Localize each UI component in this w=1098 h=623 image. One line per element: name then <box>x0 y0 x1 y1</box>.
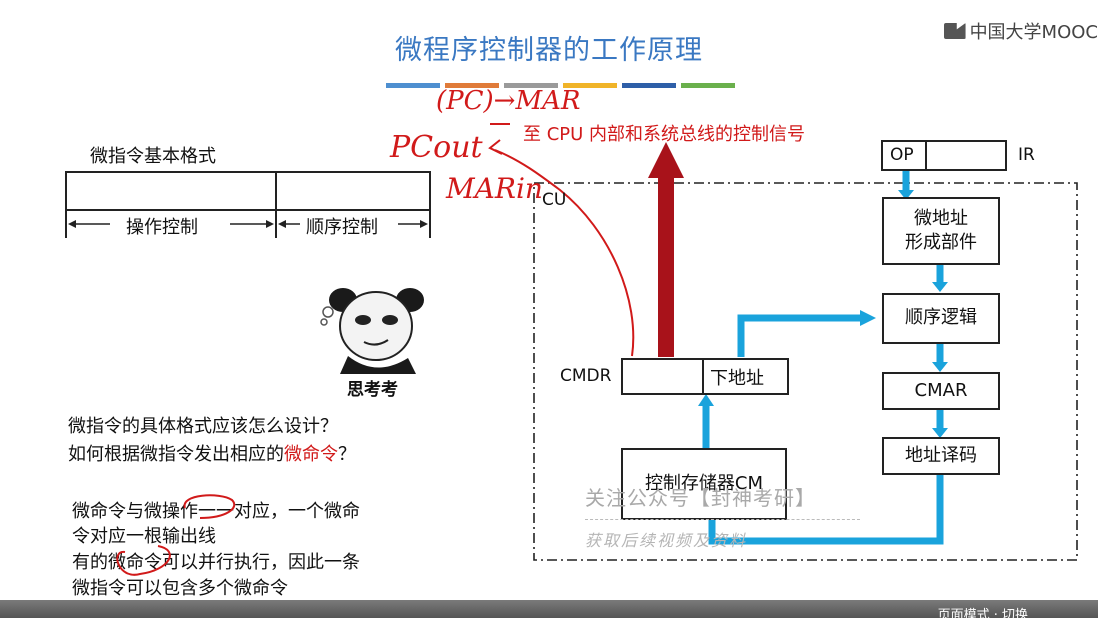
cu-label: CU <box>542 190 567 210</box>
title-stripe-5 <box>622 83 676 88</box>
op-field: OP <box>890 145 914 165</box>
address-decoder-box: 地址译码 <box>882 437 1000 475</box>
mooc-logo-icon <box>943 23 966 39</box>
seq-logic-label: 顺序逻辑 <box>905 307 977 329</box>
ir-label: IR <box>1018 145 1035 165</box>
title-stripe-3 <box>504 83 558 88</box>
note-line-1: 微命令与微操作一一对应，一个微命 <box>72 501 360 522</box>
handwriting-pc-to-mar: (PC)→MAR <box>436 86 581 116</box>
note-line-3: 有的微命令可以并行执行，因此一条 <box>72 552 360 573</box>
watermark-line-1: 关注公众号【封神考研】 <box>585 486 816 510</box>
meme-caption: 思考考 <box>347 380 398 400</box>
handwriting-mar-in: MARin <box>446 172 543 205</box>
page-title: 微程序控制器的工作原理 <box>395 35 703 66</box>
watermark-divider <box>585 519 860 520</box>
question-2: 如何根据微指令发出相应的微命令？ <box>68 440 356 466</box>
thinking-meme-image <box>318 278 433 396</box>
format-diagram <box>65 171 431 238</box>
next-address-field: 下地址 <box>710 368 764 389</box>
control-signal-label: 至 CPU 内部和系统总线的控制信号 <box>523 124 806 145</box>
note-line-2: 令对应一根输出线 <box>72 526 216 547</box>
control-unit-diagram <box>116 123 1078 576</box>
title-stripe-4 <box>563 83 617 88</box>
sequence-logic-box: 顺序逻辑 <box>882 293 1000 344</box>
micro-address-generator: 微地址形成部件 <box>882 197 1000 265</box>
mooc-logo-text: 中国大学MOOC <box>969 22 1098 43</box>
control-memory-label: 控制存储器CM <box>644 472 764 494</box>
title-stripe-6 <box>681 83 735 88</box>
control-memory-box: 控制存储器CM <box>621 448 787 520</box>
watermark-line-2: 获取后续视频及资料 <box>585 531 748 550</box>
addr-gen-line-1: 微地址 <box>914 207 968 229</box>
question-2-suffix: ？ <box>338 444 356 465</box>
bottom-bar-hint[interactable]: 页面模式 · 切换 <box>937 608 1028 623</box>
question-2-prefix: 如何根据微指令发出相应的 <box>68 444 284 465</box>
format-field-operation: 操作控制 <box>126 217 198 238</box>
handwriting-pc-out: PCout <box>390 130 483 165</box>
cmar-label: CMAR <box>914 379 968 401</box>
title-stripe-2 <box>445 83 499 88</box>
note-line-4: 微指令可以包含多个微命令 <box>72 578 288 599</box>
format-label: 微指令基本格式 <box>90 146 216 167</box>
format-field-sequence: 顺序控制 <box>306 217 378 238</box>
cmar-box: CMAR <box>882 372 1000 410</box>
video-bottom-bar[interactable] <box>0 600 1098 618</box>
question-2-highlight: 微命令 <box>284 444 338 465</box>
addr-gen-line-2: 形成部件 <box>905 232 977 253</box>
cmdr-label: CMDR <box>560 366 612 386</box>
title-stripe-1 <box>386 83 440 88</box>
addr-decode-label: 地址译码 <box>905 444 977 466</box>
question-1: 微指令的具体格式应该怎么设计？ <box>68 416 338 437</box>
mooc-logo: 中国大学MOOC <box>943 18 1098 44</box>
